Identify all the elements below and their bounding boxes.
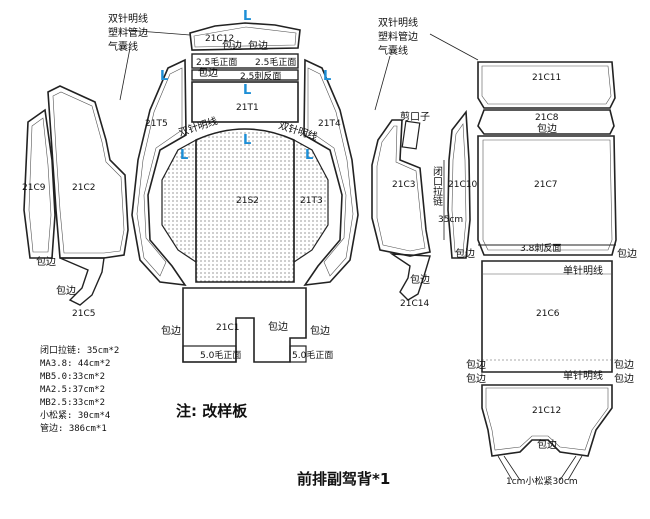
callout-left-1: 双针明线: [108, 12, 148, 25]
label-baobian-top-2: 包边: [248, 39, 268, 52]
label-maomian-b: 2.5毛正面: [255, 56, 296, 68]
mark-l-7: L: [305, 148, 313, 163]
strip-upper: 2.5毛正面 2.5毛正面 2.5刺反面 包边 包边 包边: [191, 39, 299, 82]
piece-21t5: 21T5: [131, 58, 187, 287]
label-21c6: 21C6: [536, 309, 560, 319]
pattern-title: 前排副驾背*1: [297, 470, 390, 488]
label-21c7: 21C7: [534, 180, 557, 190]
piece-21c12-bottom: 21C12 包边 1cm小松紧30cm: [481, 384, 613, 487]
piece-wing-left: [161, 138, 197, 264]
piece-21t1: 21T1: [191, 81, 299, 123]
label-songjin: 1cm小松紧30cm: [506, 475, 578, 487]
spec-line-3: MB5.0:33cm*2: [40, 372, 105, 382]
label-21s2: 21S2: [236, 196, 259, 206]
callout-left-2: 塑料管边: [108, 26, 148, 39]
label-baobian-c6c: 包边: [614, 358, 634, 371]
note-revise: 注: 改样板: [176, 402, 248, 420]
mark-l-5: L: [323, 69, 331, 84]
label-maomian-a: 2.5毛正面: [196, 56, 237, 68]
label-21c11: 21C11: [532, 73, 561, 83]
piece-21c11: 21C11: [477, 61, 616, 109]
label-zipper-vertical: 闭口拉链: [431, 165, 443, 206]
label-baobian-c6b: 包边: [466, 372, 486, 385]
label-21t3: 21T3: [300, 196, 323, 206]
label-baobian-c8: 包边: [537, 122, 557, 135]
piece-21c3: 21C3: [371, 119, 431, 257]
zipper-slot: 剪口子 闭口拉链 35cm: [400, 110, 463, 240]
mark-l-3: L: [243, 133, 251, 148]
label-baobian-c1c: 包边: [310, 324, 330, 337]
callout-right-3: 气囊线: [378, 44, 408, 57]
label-baobian-top-1: 包边: [222, 39, 242, 52]
piece-21t4: 21T4: [303, 58, 359, 287]
piece-21c1: 21C1 5.0毛正面 5.0毛正面 包边 包边 包边: [161, 287, 333, 363]
label-maomian-50-b: 5.0毛正面: [292, 349, 333, 361]
piece-21t3: 21T3: [293, 138, 329, 264]
label-baobian-c5b: 包边: [56, 284, 76, 297]
piece-21c5: 21C5 包边 包边: [36, 255, 105, 319]
label-fanmian-38: 3.8刺反面: [520, 243, 561, 254]
label-jiankouzi: 剪口子: [400, 110, 430, 123]
callout-left-3: 气囊线: [108, 40, 138, 53]
label-21t4: 21T4: [318, 119, 341, 129]
label-21c12-top: 21C12: [205, 34, 234, 44]
label-fanmian-25: 2.5刺反面: [240, 71, 281, 82]
label-baobian-c1b: 包边: [268, 320, 288, 333]
piece-21c6: 21C6 单针明线 单针明线 包边 包边 包边 包边: [466, 260, 634, 385]
label-baobian-c5a: 包边: [36, 255, 56, 268]
label-21t1: 21T1: [236, 103, 259, 113]
label-danzhen-1: 单针明线: [563, 264, 603, 277]
piece-21c7: 21C7 3.8刺反面 包边 包边: [455, 135, 637, 260]
label-21c5: 21C5: [72, 309, 95, 319]
label-baobian-c7a: 包边: [455, 247, 475, 260]
callout-right-1: 双针明线: [378, 16, 418, 29]
piece-21c2: 21C2: [47, 85, 129, 259]
label-zipper-35cm: 35cm: [438, 215, 463, 225]
label-baobian-c7b: 包边: [617, 247, 637, 260]
mark-l-4: L: [160, 69, 168, 84]
label-21c8: 21C8: [535, 113, 559, 123]
label-maomian-50-a: 5.0毛正面: [200, 349, 241, 361]
label-21c14: 21C14: [400, 299, 429, 309]
piece-21c10: 21C10: [447, 109, 477, 259]
label-21c10: 21C10: [448, 180, 477, 190]
label-baobian-c6d: 包边: [614, 372, 634, 385]
piece-21c9: 21C9: [22, 108, 56, 259]
label-baobian-c6a: 包边: [466, 358, 486, 371]
label-21c2: 21C2: [72, 183, 95, 193]
label-21t5: 21T5: [145, 119, 168, 129]
piece-21s2: 21S2: [195, 128, 295, 283]
mark-l-1: L: [243, 9, 251, 24]
spec-line-1: 闭口拉链: 35cm*2: [40, 344, 119, 356]
label-21c9: 21C9: [22, 183, 46, 193]
spec-line-4: MA2.5:37cm*2: [40, 385, 105, 395]
spec-line-2: MA3.8: 44cm*2: [40, 359, 110, 369]
label-21c3: 21C3: [392, 180, 415, 190]
label-baobian-top-3: 包边: [198, 66, 218, 79]
label-21c12-bottom: 21C12: [532, 406, 561, 416]
label-baobian-c12: 包边: [537, 438, 557, 451]
piece-21c14: 21C14 包边: [389, 253, 431, 309]
callout-right-2: 塑料管边: [378, 30, 418, 43]
label-danzhen-2: 单针明线: [563, 369, 603, 382]
label-21c1: 21C1: [216, 323, 239, 333]
spec-line-5: MB2.5:33cm*2: [40, 398, 105, 408]
mark-l-6: L: [180, 148, 188, 163]
mark-l-2: L: [243, 83, 251, 98]
label-baobian-c14: 包边: [410, 273, 430, 286]
piece-21c8: 21C8 包边: [477, 109, 615, 135]
piece-21c12-top: 21C12: [189, 22, 301, 51]
spec-line-6: 小松紧: 30cm*4: [40, 409, 110, 421]
spec-line-7: 管边: 386cm*1: [40, 422, 107, 434]
label-baobian-c1a: 包边: [161, 324, 181, 337]
